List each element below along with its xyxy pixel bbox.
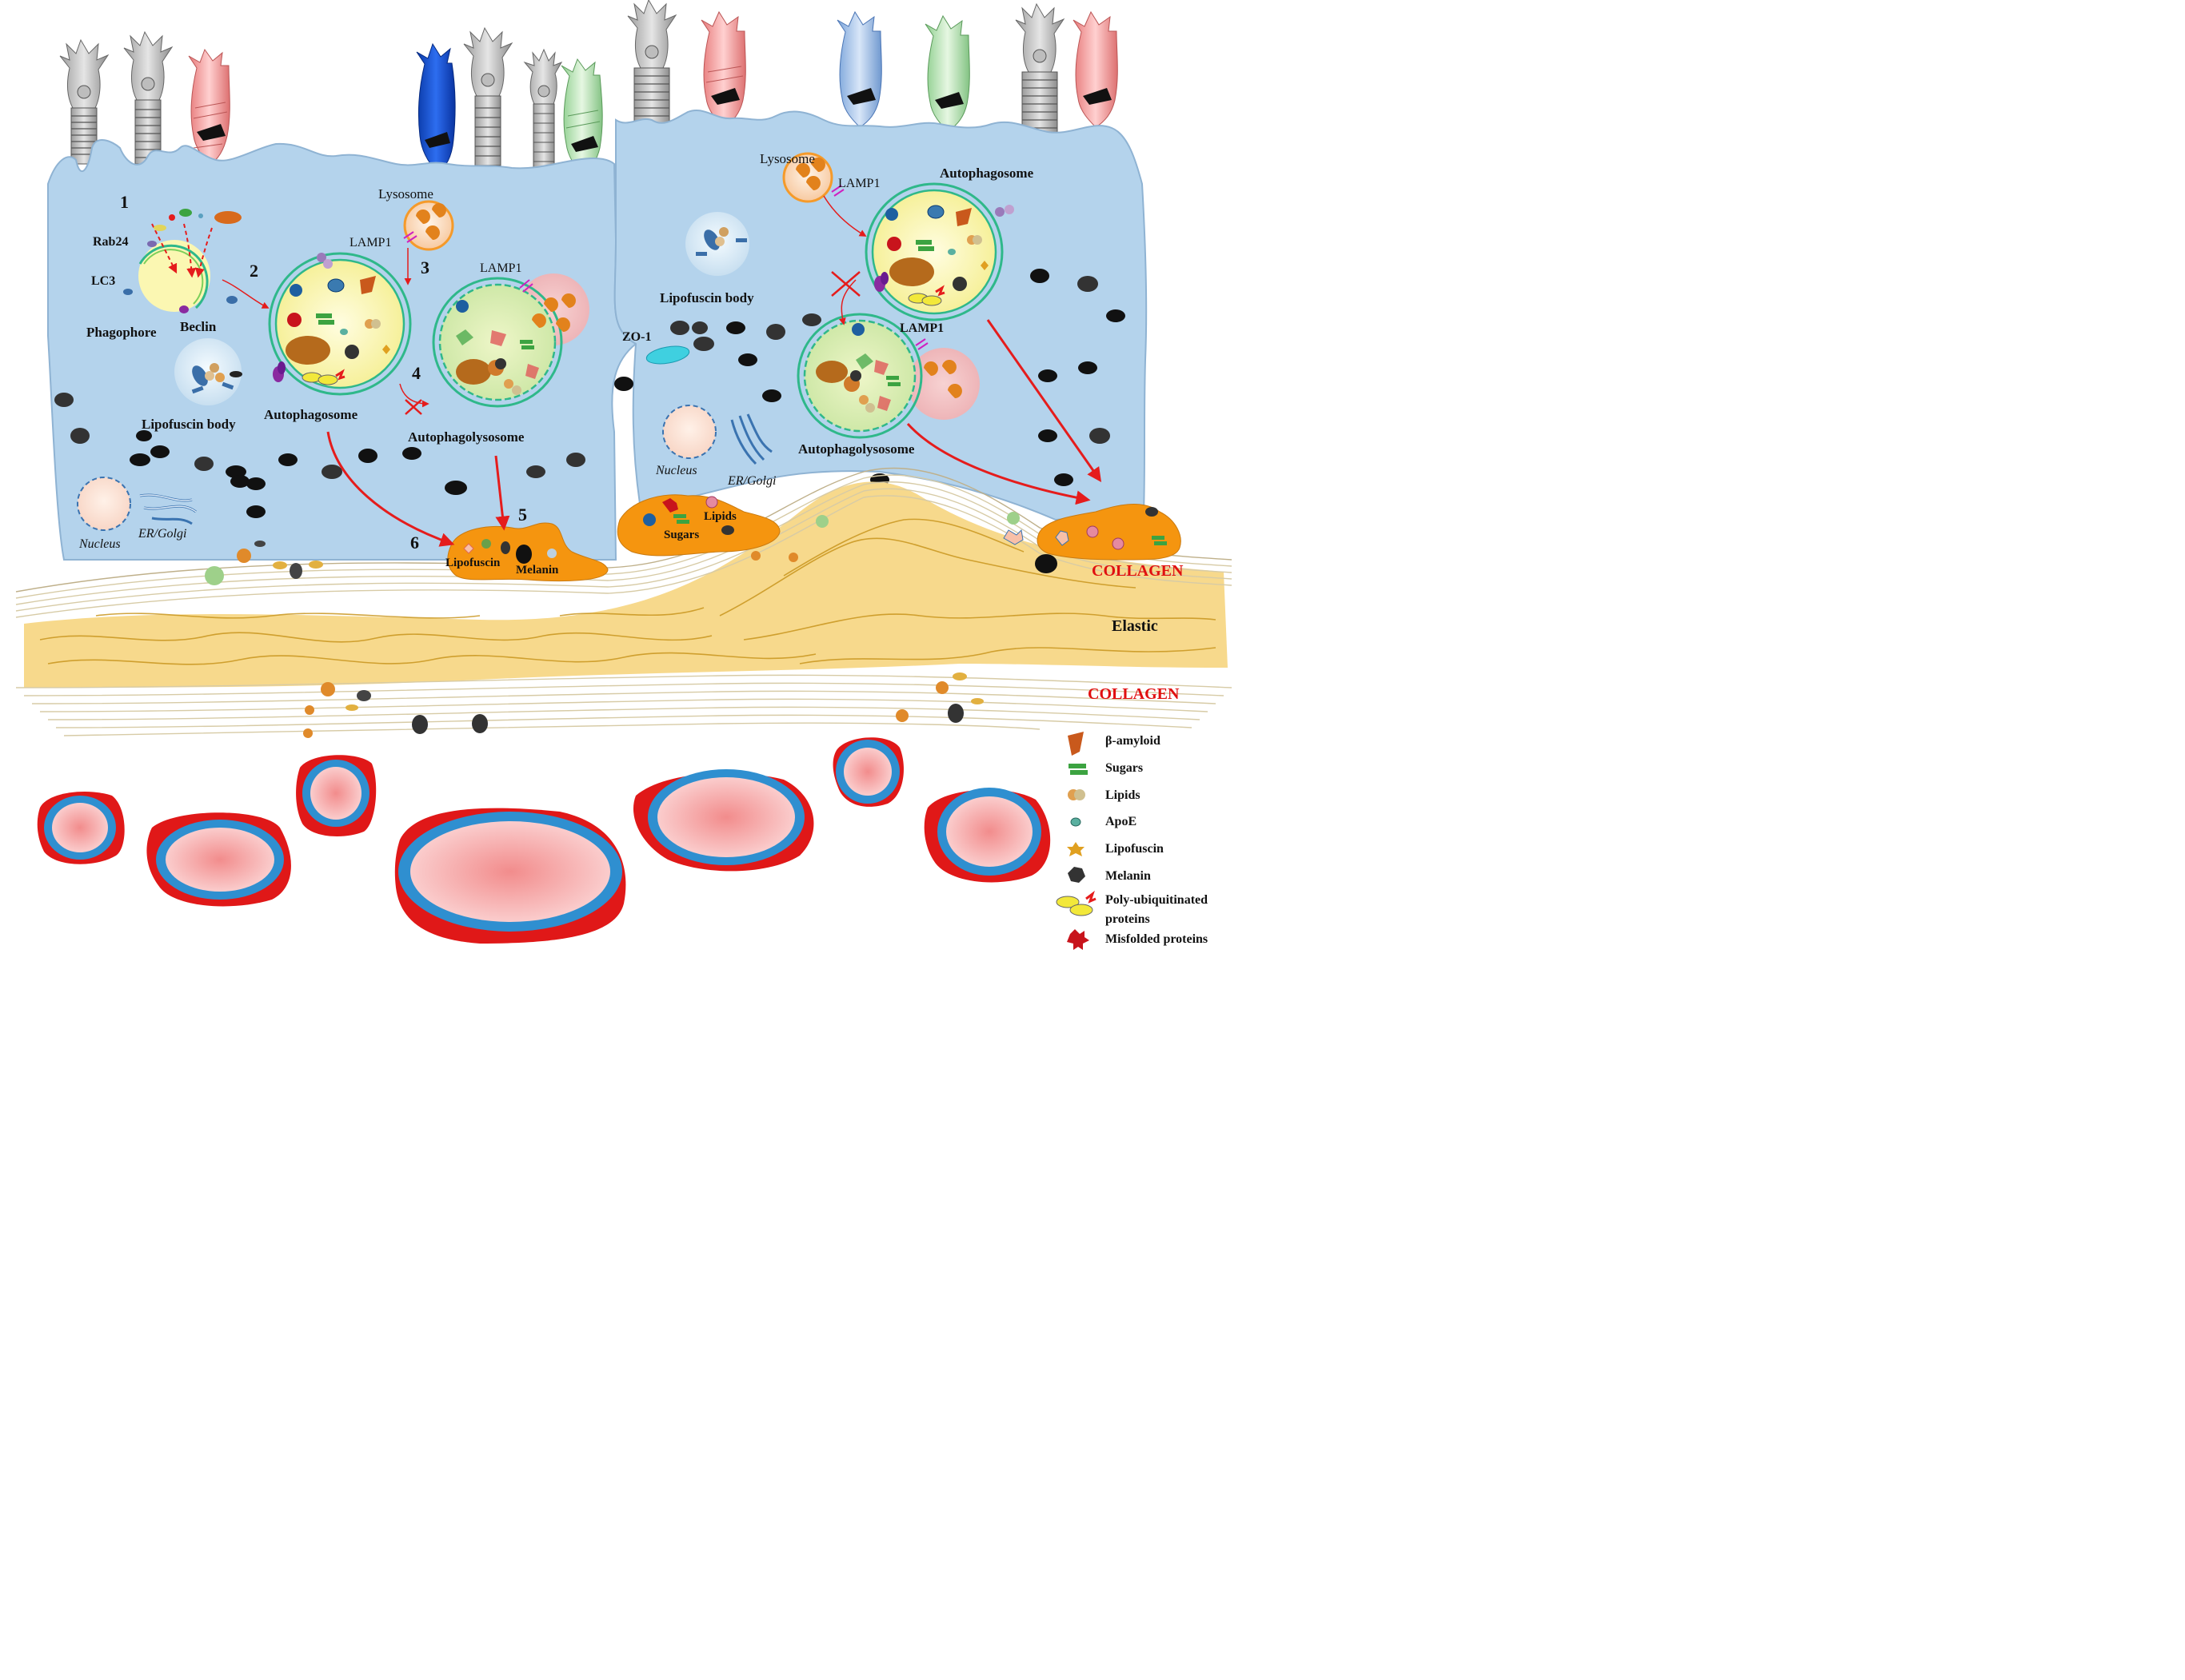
- sugars-icon: [1069, 764, 1088, 775]
- lamp1-right-b-label: LAMP1: [900, 321, 945, 335]
- vessel-7: [924, 788, 1051, 883]
- vessel-6: [833, 737, 904, 807]
- beclin-label: Beclin: [180, 319, 217, 334]
- lamp1-right-a-label: LAMP1: [838, 177, 881, 190]
- vessel-5: [633, 769, 814, 872]
- lamp1-left-b-label: LAMP1: [480, 261, 522, 275]
- legend-lipofuscin: Lipofuscin: [1105, 842, 1164, 856]
- legend-icons: [1056, 732, 1096, 950]
- er-golgi-right-label: ER/Golgi: [728, 474, 777, 488]
- vessel-3: [296, 755, 377, 836]
- lc3-label: LC3: [91, 274, 116, 288]
- lipofuscin-body-left: [174, 338, 242, 405]
- misfolded-proteins-icon: [1067, 929, 1089, 950]
- collagen-bottom-label: COLLAGEN: [1088, 685, 1180, 703]
- legend-beta-amyloid: β-amyloid: [1105, 734, 1160, 748]
- lysosome-right-label: Lysosome: [760, 151, 815, 166]
- photoreceptor-cone-pink-3: [1073, 10, 1118, 128]
- lipofuscin-icon: [1067, 842, 1085, 856]
- photoreceptor-cone-green-2: [925, 14, 970, 132]
- legend-poly-ubiquitinated-line1: Poly-ubiquitinated: [1105, 893, 1208, 907]
- photoreceptor-rod-gray-2: [123, 30, 174, 165]
- step-4-number: 4: [412, 363, 421, 383]
- diagram-canvas: [15, 0, 1232, 950]
- er-golgi-left: [139, 493, 197, 525]
- step-6-number: 6: [410, 533, 419, 553]
- vessel-1: [37, 792, 125, 864]
- step-1-number: 1: [120, 192, 129, 212]
- photoreceptor-rod-gray-5: [627, 0, 677, 125]
- phagophore: [123, 209, 242, 313]
- autophagosome-right: [865, 182, 1014, 321]
- apoe-icon: [1070, 817, 1081, 827]
- poly-ubiquitinated-icon: [1056, 890, 1096, 916]
- er-golgi-left-label: ER/Golgi: [138, 527, 187, 541]
- photoreceptor-cone-pink-1: [188, 48, 230, 166]
- nucleus-left: [77, 477, 131, 531]
- extracellular-particles: [205, 512, 1057, 738]
- melanin-icon: [1068, 867, 1085, 883]
- legend-apoe: ApoE: [1105, 815, 1137, 828]
- melanin-deposit-label: Melanin: [516, 564, 559, 577]
- autophagolysosome-left-label: Autophagolysosome: [408, 429, 525, 445]
- er-golgi-right: [730, 413, 773, 465]
- photoreceptor-cone-green-1: [561, 58, 603, 175]
- legend-lipids: Lipids: [1105, 788, 1140, 802]
- lipids-deposit-label: Lipids: [704, 510, 737, 523]
- retina-autophagy-diagram: 1 Rab24 LC3 Phagophore Beclin 2 Lysosome…: [0, 0, 1246, 964]
- melanin-granules: [54, 269, 1125, 518]
- lysosome-left: [403, 200, 454, 251]
- photoreceptor-rod-gray-3: [463, 26, 513, 173]
- step-3-number: 3: [421, 257, 429, 277]
- beta-amyloid-icon: [1068, 732, 1084, 756]
- legend-sugars: Sugars: [1105, 761, 1144, 775]
- lysosome-right: [782, 152, 845, 203]
- photoreceptor-rod-gray-4: [523, 48, 563, 169]
- step-2-number: 2: [250, 261, 258, 281]
- nucleus-right: [662, 405, 717, 459]
- lipofuscin-body-right-label: Lipofuscin body: [660, 290, 754, 305]
- photoreceptor-cone-blue-1: [416, 42, 456, 173]
- collagen-fibers: [15, 467, 1232, 736]
- autophagosome-left-label: Autophagosome: [264, 407, 358, 422]
- rab24-label: Rab24: [93, 235, 129, 249]
- autophagolysosome-right-label: Autophagolysosome: [798, 441, 915, 457]
- vessel-2: [146, 812, 291, 907]
- photoreceptor-layer: [59, 0, 1118, 175]
- collagen-top-label: COLLAGEN: [1092, 562, 1184, 580]
- drusen-deposit-left: [447, 522, 609, 582]
- vessel-4: [394, 808, 626, 944]
- elastic-label: Elastic: [1112, 617, 1158, 635]
- photoreceptor-rod-gray-6: [1015, 2, 1065, 137]
- photoreceptor-cone-pink-2: [701, 10, 746, 128]
- legend-poly-ubiquitinated-line2: proteins: [1105, 912, 1150, 926]
- rpe-cell-right: [613, 110, 1148, 521]
- lysosome-left-label: Lysosome: [378, 186, 433, 202]
- elastic-layer: [24, 481, 1228, 688]
- zo1-tight-junction: [645, 345, 690, 365]
- autophagolysosome-left: [432, 273, 589, 408]
- photoreceptor-cone-blue-2: [837, 10, 882, 128]
- lipids-icon: [1068, 789, 1085, 800]
- nucleus-right-label: Nucleus: [656, 464, 697, 477]
- choroidal-vessels: [37, 737, 1051, 944]
- drusen-deposit-center: [617, 494, 781, 557]
- process-arrows: [222, 195, 1102, 547]
- lamp1-left-a-label: LAMP1: [350, 236, 392, 249]
- autophagosome-right-label: Autophagosome: [940, 166, 1034, 181]
- sugars-deposit-label: Sugars: [664, 529, 700, 541]
- nucleus-left-label: Nucleus: [79, 537, 121, 551]
- lipofuscin-deposit-label: Lipofuscin: [445, 557, 501, 569]
- lipofuscin-body-left-label: Lipofuscin body: [142, 417, 236, 432]
- autophagosome-left: [268, 252, 412, 396]
- phagophore-label: Phagophore: [86, 325, 157, 340]
- lipofuscin-body-right: [685, 212, 749, 276]
- legend-misfolded-proteins: Misfolded proteins: [1105, 932, 1208, 946]
- autophagolysosome-right: [797, 313, 980, 439]
- drusen-deposit-right: [1037, 504, 1181, 561]
- legend-melanin: Melanin: [1105, 869, 1151, 883]
- step-5-number: 5: [518, 505, 527, 525]
- zo1-label: ZO-1: [622, 330, 652, 344]
- blocked-fusion-marks: [405, 271, 861, 415]
